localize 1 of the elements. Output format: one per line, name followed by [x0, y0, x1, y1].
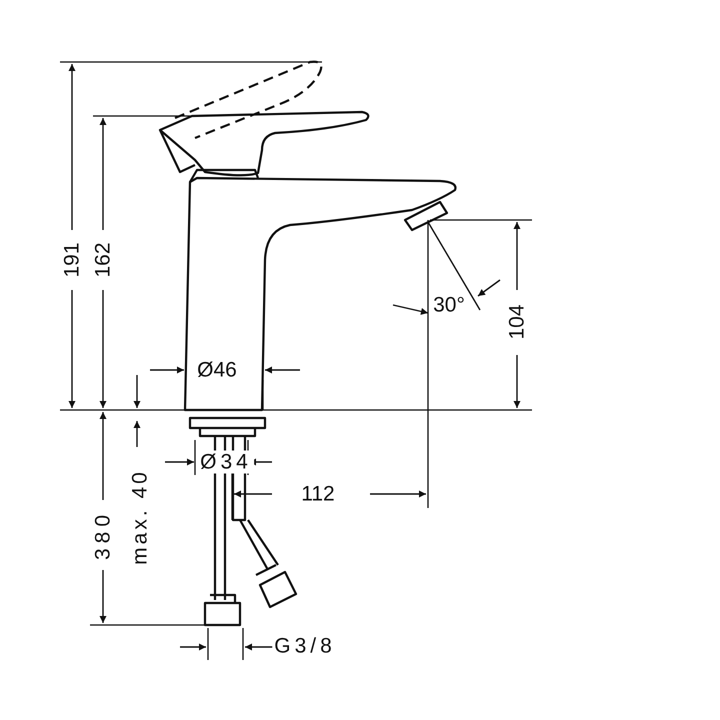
dimension-label: Ø34	[198, 450, 254, 474]
